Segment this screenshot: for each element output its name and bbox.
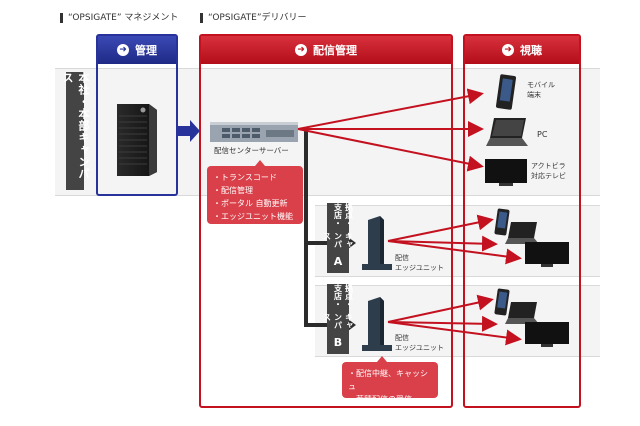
blue-arrow-icon (178, 120, 202, 146)
edge-functions-callout: ・配信中継、キャッシュ ・蓄積配信の受信 (342, 362, 438, 404)
arrow-right-icon: ➜ (117, 44, 129, 56)
device-label-line: アクトビラ (531, 162, 566, 170)
delivery-header: ➜ 配信管理 (201, 36, 451, 64)
function-item: ・ポータル 自動更新 (213, 199, 288, 208)
mobile-icon (495, 74, 517, 114)
center-server-label: 配信センターサーバー (214, 146, 289, 155)
management-server-icon (113, 96, 161, 176)
tv-label: アクトビラ 対応テレビ (531, 161, 566, 181)
edge-label-line: 配信 (395, 254, 409, 262)
edge-label-line: エッジユニット (395, 344, 444, 352)
arrow-b-tv (387, 321, 522, 346)
arrow-a-mobile (387, 214, 494, 242)
branch-letter: B (333, 336, 343, 349)
arrow-b-pc (387, 315, 498, 332)
delivery-title: 配信管理 (313, 44, 357, 57)
trunk-line (304, 130, 332, 327)
edge-label-line: エッジユニット (395, 264, 444, 272)
server-functions-callout: ・トランスコード ・配信管理 ・ポータル 自動更新 ・エッジユニット機能 (207, 166, 303, 224)
arrow-to-mobile (297, 88, 484, 130)
callout-pointer (377, 356, 387, 362)
branch-label-text: 拠点・支店・ (333, 203, 354, 227)
device-label-line: モバイル (527, 81, 555, 89)
branch-letter: A (333, 255, 343, 268)
function-item: ・エッジユニット機能 (213, 212, 293, 221)
function-item: ・トランスコード (213, 173, 277, 182)
mobile-label: モバイル 端末 (527, 80, 555, 100)
laptop-icon (486, 118, 530, 152)
arrow-right-icon: ➜ (295, 44, 307, 56)
device-label-line: 端末 (527, 91, 541, 99)
branch-label-text: キャンパス (322, 312, 354, 329)
arrow-b-mobile (387, 294, 494, 323)
rack-server-icon (210, 122, 298, 144)
function-item: ・配信中継、キャッシュ (348, 369, 428, 391)
management-section-label: “OPSIGATE” マネジメント (60, 13, 178, 23)
arrow-to-tv (297, 128, 484, 172)
laptop-icon (505, 222, 541, 250)
edge-label-line: 配信 (395, 334, 409, 342)
management-header: ➜ 管理 (98, 36, 176, 64)
pc-label: PC (537, 130, 548, 139)
management-column: ➜ 管理 (96, 34, 178, 196)
arrow-a-pc (387, 235, 498, 252)
edge-unit-icon (362, 297, 392, 357)
viewing-title: 視聴 (520, 44, 542, 57)
delivery-section-label: “OPSIGATE”デリバリー (200, 13, 307, 23)
tv-icon (525, 322, 569, 352)
delivery-column: ➜ 配信管理 (199, 34, 453, 408)
branch-a-label: キャンパス 拠点・支店・ A (323, 203, 354, 273)
function-item: ・蓄積配信の受信 (348, 395, 412, 404)
viewing-header: ➜ 視聴 (465, 36, 579, 64)
tv-icon (525, 242, 569, 272)
tv-icon (485, 159, 527, 191)
branch-b-label: キャンパス 拠点・支店・ B (323, 284, 354, 354)
function-item: ・配信管理 (213, 186, 253, 195)
management-title: 管理 (135, 44, 157, 57)
device-label-line: 対応テレビ (531, 172, 566, 180)
branch-label-text: 拠点・支店・ (333, 284, 354, 308)
mobile-icon (494, 208, 510, 240)
mobile-icon (494, 288, 510, 320)
branch-label-text: キャンパス (322, 231, 354, 248)
viewing-column: ➜ 視聴 (463, 34, 581, 408)
edge-unit-icon (362, 216, 392, 276)
edge-unit-a-label: 配信 エッジユニット (395, 253, 444, 273)
edge-unit-b-label: 配信 エッジユニット (395, 333, 444, 353)
arrow-right-icon: ➜ (502, 44, 514, 56)
callout-pointer (255, 160, 265, 166)
arrow-a-tv (387, 240, 522, 265)
